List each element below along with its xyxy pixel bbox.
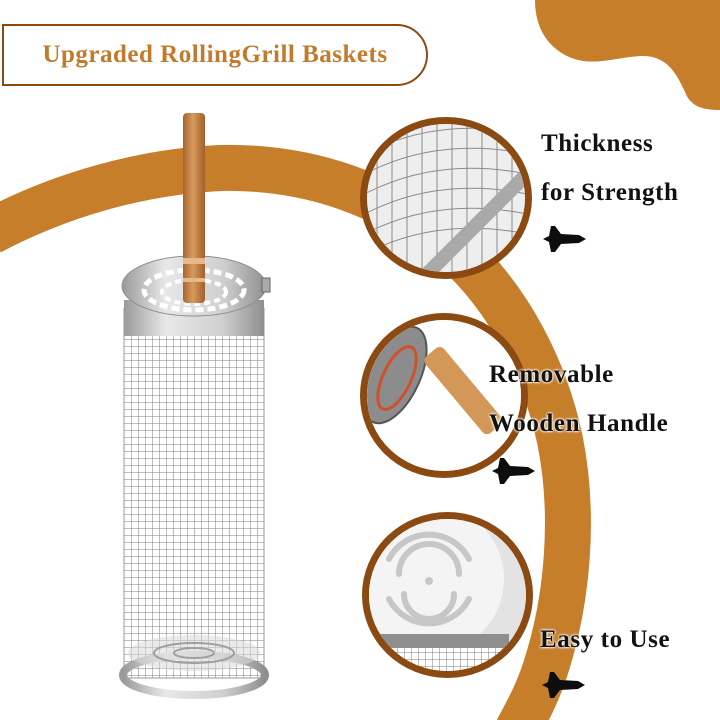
title-banner: Upgraded RollingGrill Baskets bbox=[2, 24, 428, 86]
lid-closeup-circle bbox=[362, 512, 533, 678]
feature-label-easy-to-use: Easy to Use bbox=[540, 626, 671, 653]
feature-label-handle-line1: Removable bbox=[489, 361, 614, 388]
mesh-closeup-image bbox=[367, 124, 525, 272]
lid-closeup-image bbox=[369, 519, 526, 671]
handle-closeup-circle bbox=[360, 313, 528, 478]
feature-label-handle-line2: Wooden Handle bbox=[489, 410, 669, 437]
shuttle-icon bbox=[542, 672, 585, 698]
shuttle-icon bbox=[492, 458, 535, 484]
mesh-cylinder bbox=[123, 307, 265, 679]
corner-blob bbox=[535, 0, 720, 110]
page-title: Upgraded RollingGrill Baskets bbox=[42, 41, 388, 68]
accent-arc bbox=[0, 144, 591, 720]
handle-closeup-image bbox=[367, 320, 521, 471]
support-strip bbox=[419, 166, 525, 272]
shuttle-icon bbox=[543, 226, 586, 252]
grill-basket-image bbox=[119, 113, 271, 699]
feature-label-thickness-line2: for Strength bbox=[541, 179, 679, 206]
mesh-closeup-circle bbox=[360, 117, 532, 279]
feature-label-thickness-line1: Thickness bbox=[541, 130, 654, 157]
wooden-handle bbox=[183, 113, 205, 303]
